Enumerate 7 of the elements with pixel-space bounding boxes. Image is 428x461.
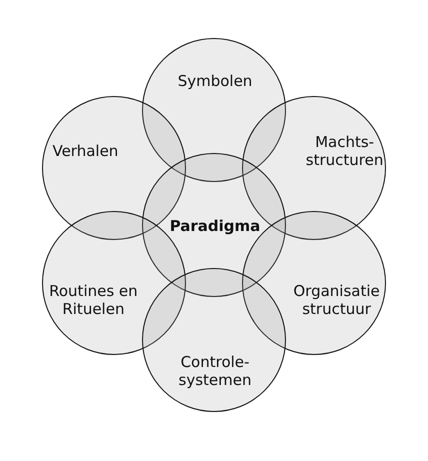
circle-label: Organisatie structuur [292,282,381,318]
circle-label: Controle- systemen [178,353,252,389]
circle-label: Symbolen [178,72,252,90]
circle-label: Routines en Rituelen [48,282,139,318]
circle-label: Paradigma [170,217,260,235]
circle-label: Verhalen [52,142,118,160]
circle-label: Machts- structuren [304,132,384,168]
